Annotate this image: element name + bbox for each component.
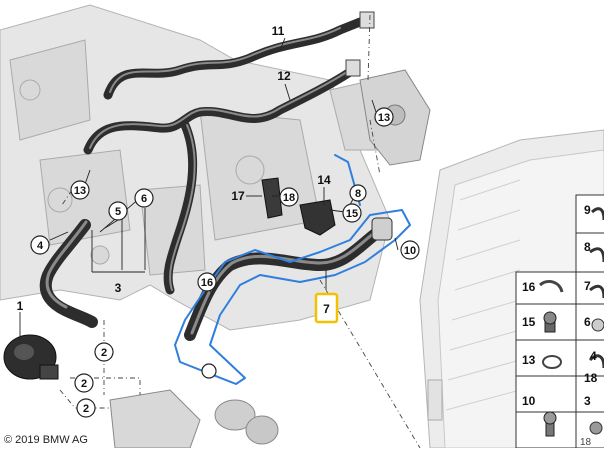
callout-14: 14 bbox=[317, 173, 331, 187]
panel-label-6: 6 bbox=[584, 315, 591, 329]
callout-18: 18 bbox=[279, 187, 299, 207]
callout-9-blue bbox=[201, 363, 217, 379]
panel-label-7: 7 bbox=[584, 279, 591, 293]
panel-label-3: 3 bbox=[584, 394, 591, 408]
callout-10: 10 bbox=[400, 240, 420, 260]
panel-label-8: 8 bbox=[584, 240, 591, 254]
copyright-text: © 2019 BMW AG bbox=[4, 434, 88, 446]
callout-11: 11 bbox=[272, 24, 285, 38]
panel-label-15: 15 bbox=[522, 315, 536, 329]
callout-3: 3 bbox=[115, 281, 122, 295]
svg-text:7: 7 bbox=[323, 302, 330, 316]
hose-center bbox=[163, 120, 198, 295]
bracket-17 bbox=[261, 177, 283, 219]
panel-label-9: 9 bbox=[584, 203, 591, 217]
callout-2a: 2 bbox=[94, 342, 114, 362]
svg-text:8: 8 bbox=[355, 188, 361, 200]
svg-text:2: 2 bbox=[101, 347, 107, 359]
callout-6: 6 bbox=[134, 188, 154, 208]
svg-text:16: 16 bbox=[201, 277, 213, 289]
callout-15: 15 bbox=[342, 203, 362, 223]
svg-text:10: 10 bbox=[404, 245, 416, 257]
bracket-14 bbox=[299, 199, 336, 236]
svg-text:15: 15 bbox=[346, 208, 358, 220]
svg-text:2: 2 bbox=[81, 378, 87, 390]
callout-16: 16 bbox=[197, 272, 217, 292]
callout-13a: 13 bbox=[374, 107, 394, 127]
part-1 bbox=[3, 334, 59, 380]
hose-12 bbox=[83, 59, 361, 155]
callout-7-highlighted: 7 bbox=[314, 292, 339, 324]
callout-2b: 2 bbox=[74, 373, 94, 393]
callout-1: 1 bbox=[17, 299, 24, 313]
callout-13b: 13 bbox=[70, 180, 90, 200]
svg-text:6: 6 bbox=[141, 193, 147, 205]
svg-text:13: 13 bbox=[378, 112, 390, 124]
callout-12: 12 bbox=[277, 69, 291, 83]
callout-2c: 2 bbox=[76, 398, 96, 418]
panel-label-10: 10 bbox=[522, 394, 536, 408]
svg-text:18: 18 bbox=[283, 192, 295, 204]
fitting-13 bbox=[359, 69, 431, 166]
callout-8: 8 bbox=[349, 184, 367, 202]
panel-label-4: 4 bbox=[590, 349, 597, 363]
callout-4: 4 bbox=[30, 235, 50, 255]
diagram-id: 18 bbox=[580, 437, 592, 448]
callouts: 11 12 1 3 17 14 13 13 5 6 4 18 15 8 10 1… bbox=[17, 24, 420, 418]
hose-7-highlight bbox=[174, 209, 411, 385]
hose-11 bbox=[103, 11, 375, 100]
hose-left bbox=[39, 219, 98, 328]
svg-text:13: 13 bbox=[74, 185, 86, 197]
svg-text:2: 2 bbox=[83, 403, 89, 415]
callout-17: 17 bbox=[231, 189, 245, 203]
panel-label-16: 16 bbox=[522, 280, 536, 294]
hose-7 bbox=[184, 217, 393, 341]
water-pump bbox=[109, 389, 279, 449]
panel-label-13: 13 bbox=[522, 353, 536, 367]
svg-text:5: 5 bbox=[115, 206, 121, 218]
panel-label-18: 18 bbox=[584, 371, 598, 385]
svg-text:4: 4 bbox=[37, 240, 44, 252]
callout-5: 5 bbox=[108, 201, 128, 221]
